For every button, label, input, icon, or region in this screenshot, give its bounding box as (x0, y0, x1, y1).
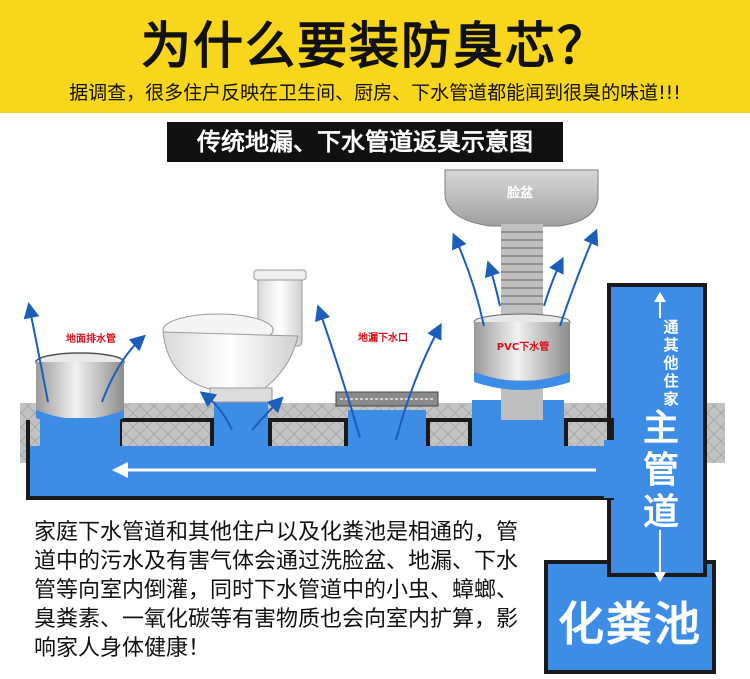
label-pvc-pipe: PVC下水管 (496, 342, 550, 353)
explanation-text: 家庭下水管道和其他住户以及化粪池是相通的，管道中的污水及有害气体会通过洗脸盆、地… (34, 520, 519, 661)
floor-drain-grate (335, 391, 439, 407)
main-pipe (607, 283, 707, 577)
label-main-pipe: 主管道 (642, 408, 679, 533)
odor-arrows (23, 228, 599, 441)
label-floor-drain-outlet: 地漏下水口 (358, 333, 408, 344)
horizontal-drain-pipe (30, 422, 610, 496)
diagram-title: 传统地漏、下水管道返臭示意图 (167, 122, 563, 162)
page-subtitle: 据调查，很多住户反映在卫生间、厨房、下水管道都能闻到很臭的味道!!! (69, 82, 681, 104)
header-banner: 为什么要装防臭芯？ 据调查，很多住户反映在卫生间、厨房、下水管道都能闻到很臭的味… (0, 0, 750, 113)
page-title: 为什么要装防臭芯？ (141, 17, 609, 75)
toilet-icon (162, 269, 307, 403)
floor-drain-pipe (36, 362, 124, 418)
label-to-other-homes: 通其他住家 (663, 318, 679, 408)
septic-tank (544, 560, 716, 674)
label-floor-drain-pipe: 地面排水管 (66, 334, 116, 345)
label-basin: 脸盆 (506, 186, 533, 201)
basin-icon (444, 169, 599, 227)
label-septic-tank: 化粪池 (558, 597, 702, 651)
